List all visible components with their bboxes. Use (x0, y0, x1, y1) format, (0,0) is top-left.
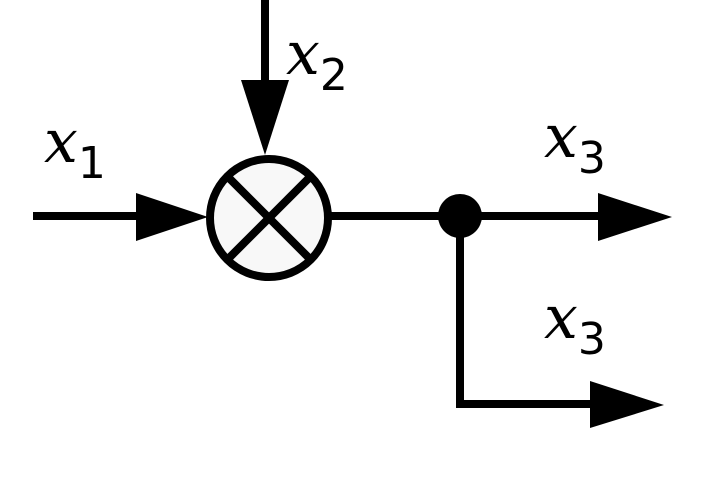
input-x1-arrowhead (136, 193, 208, 241)
multiplier-junction (206, 155, 332, 281)
output-x3-lower-arrowhead (590, 381, 664, 428)
label-x2: x2 (286, 19, 348, 101)
label-x3-upper: x3 (544, 102, 606, 184)
input-x2-arrowhead (241, 80, 289, 155)
output-x3-upper-arrowhead (598, 193, 672, 241)
label-x1: x1 (44, 107, 106, 189)
label-x3-lower: x3 (544, 283, 606, 365)
